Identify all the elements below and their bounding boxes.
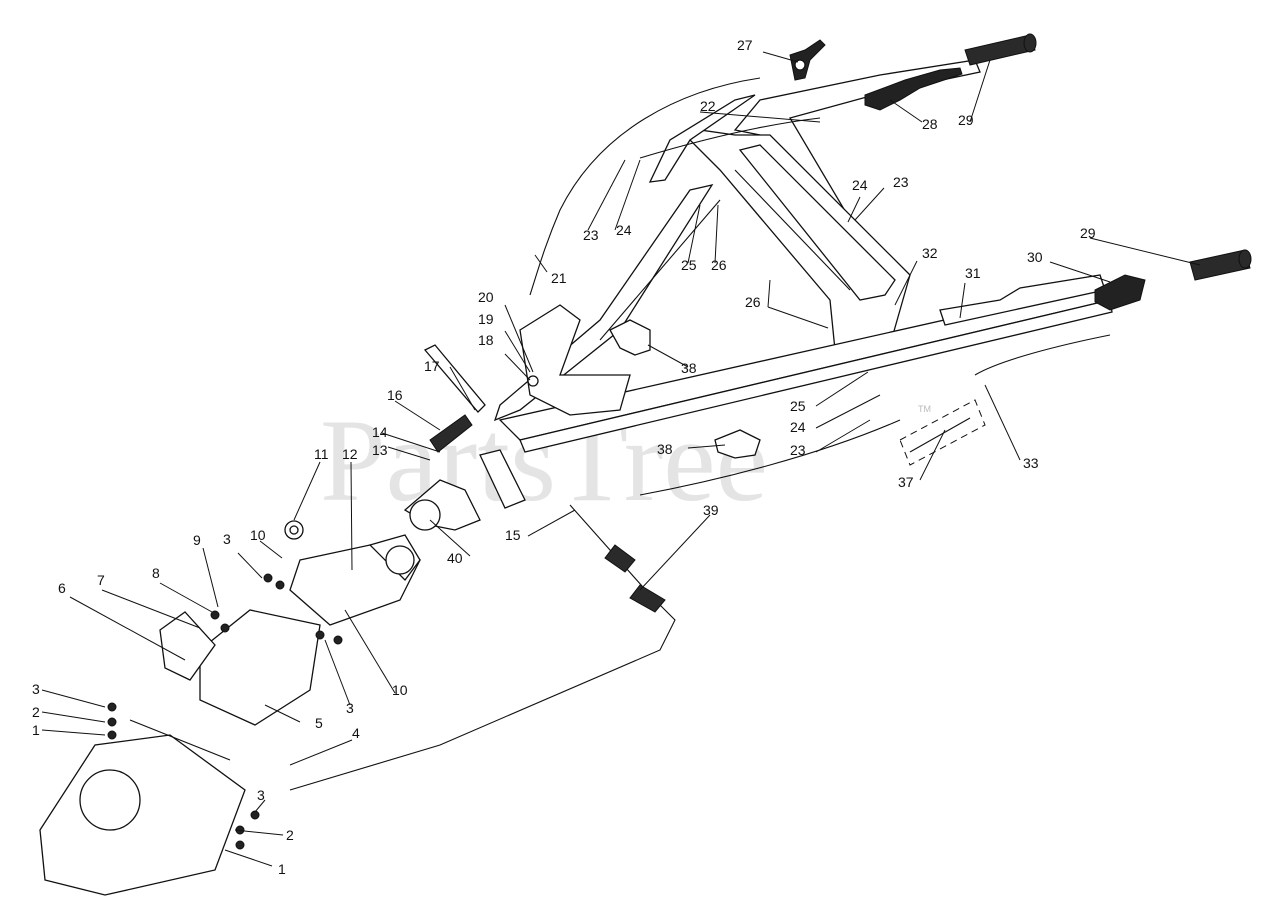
callout-10a: 10 bbox=[250, 527, 266, 543]
callout-3d: 3 bbox=[223, 531, 231, 547]
callout-3b: 3 bbox=[257, 787, 265, 803]
callout-30: 30 bbox=[1027, 249, 1043, 265]
cable-upper-link bbox=[599, 199, 721, 341]
callout-20: 20 bbox=[478, 289, 494, 305]
callout-18: 18 bbox=[478, 332, 494, 348]
watermark-trademark: TM bbox=[918, 404, 931, 414]
callout-7: 7 bbox=[97, 572, 105, 588]
leader-lines bbox=[41, 51, 1201, 867]
callout-2b: 2 bbox=[286, 827, 294, 843]
callout-labels: 1 2 3 1 2 3 3 3 4 5 6 7 8 9 10 10 11 12 … bbox=[32, 37, 1096, 877]
callout-38a: 38 bbox=[681, 360, 697, 376]
lower-handle-bar bbox=[498, 274, 1113, 453]
callout-22: 22 bbox=[700, 98, 716, 114]
hardware-nuts bbox=[107, 573, 343, 850]
callout-39: 39 bbox=[703, 502, 719, 518]
cable-23-lower bbox=[639, 419, 901, 496]
control-lever-30 bbox=[1094, 274, 1146, 311]
callout-28: 28 bbox=[922, 116, 938, 132]
callout-1b: 1 bbox=[278, 861, 286, 877]
callout-10b: 10 bbox=[392, 682, 408, 698]
plate-15 bbox=[479, 449, 526, 509]
handle-grip-right bbox=[1189, 249, 1252, 281]
callout-14: 14 bbox=[372, 424, 388, 440]
handle-grip-top bbox=[964, 33, 1037, 66]
callout-1a: 1 bbox=[32, 722, 40, 738]
cable-33 bbox=[974, 334, 1111, 376]
callout-27: 27 bbox=[737, 37, 753, 53]
callout-24a: 24 bbox=[616, 222, 632, 238]
callout-4: 4 bbox=[352, 725, 360, 741]
chute-mid-5 bbox=[199, 609, 321, 726]
callout-26b: 26 bbox=[745, 294, 761, 310]
callout-38b: 38 bbox=[657, 441, 673, 457]
callout-15: 15 bbox=[505, 527, 521, 543]
callout-32: 32 bbox=[922, 245, 938, 261]
callout-21: 21 bbox=[551, 270, 567, 286]
cable-clip-38-lower bbox=[714, 429, 761, 459]
gear-assembly-40 bbox=[403, 479, 481, 531]
callout-3a: 3 bbox=[32, 681, 40, 697]
chute-rod-39 bbox=[289, 504, 676, 791]
callout-5: 5 bbox=[315, 715, 323, 731]
callout-33: 33 bbox=[1023, 455, 1039, 471]
crank-16 bbox=[429, 414, 473, 453]
cable-clip-38-upper bbox=[609, 319, 651, 356]
callout-13: 13 bbox=[372, 442, 388, 458]
callout-8: 8 bbox=[152, 565, 160, 581]
control-lever-27 bbox=[789, 39, 826, 81]
control-lever-28 bbox=[864, 67, 963, 111]
upper-handle-frame bbox=[493, 59, 981, 422]
callout-37: 37 bbox=[898, 474, 914, 490]
callout-3c: 3 bbox=[346, 700, 354, 716]
callout-11: 11 bbox=[314, 446, 329, 462]
callout-24c: 24 bbox=[790, 419, 806, 435]
callout-19: 19 bbox=[478, 311, 494, 327]
callout-6: 6 bbox=[58, 580, 66, 596]
callout-24b: 24 bbox=[852, 177, 868, 193]
deflector-6 bbox=[159, 611, 216, 681]
callout-25a: 25 bbox=[681, 257, 697, 273]
washer-11 bbox=[284, 520, 304, 540]
spring-37 bbox=[899, 399, 986, 466]
callout-23a: 23 bbox=[583, 227, 599, 243]
callout-17: 17 bbox=[424, 358, 440, 374]
bracket-18 bbox=[519, 304, 631, 416]
callout-16: 16 bbox=[387, 387, 403, 403]
callout-12: 12 bbox=[342, 446, 358, 462]
chute-upper-12 bbox=[289, 534, 421, 626]
callout-31: 31 bbox=[965, 265, 981, 281]
cable-22 bbox=[639, 117, 821, 159]
callout-29a: 29 bbox=[958, 112, 974, 128]
callout-23c: 23 bbox=[790, 442, 806, 458]
chute-base bbox=[39, 719, 246, 896]
callout-29b: 29 bbox=[1080, 225, 1096, 241]
bolt-17 bbox=[423, 344, 486, 413]
callout-9: 9 bbox=[193, 532, 201, 548]
callout-26a: 26 bbox=[711, 257, 727, 273]
callout-40: 40 bbox=[447, 550, 463, 566]
callout-23b: 23 bbox=[893, 174, 909, 190]
callout-2a: 2 bbox=[32, 704, 40, 720]
callout-25b: 25 bbox=[790, 398, 806, 414]
